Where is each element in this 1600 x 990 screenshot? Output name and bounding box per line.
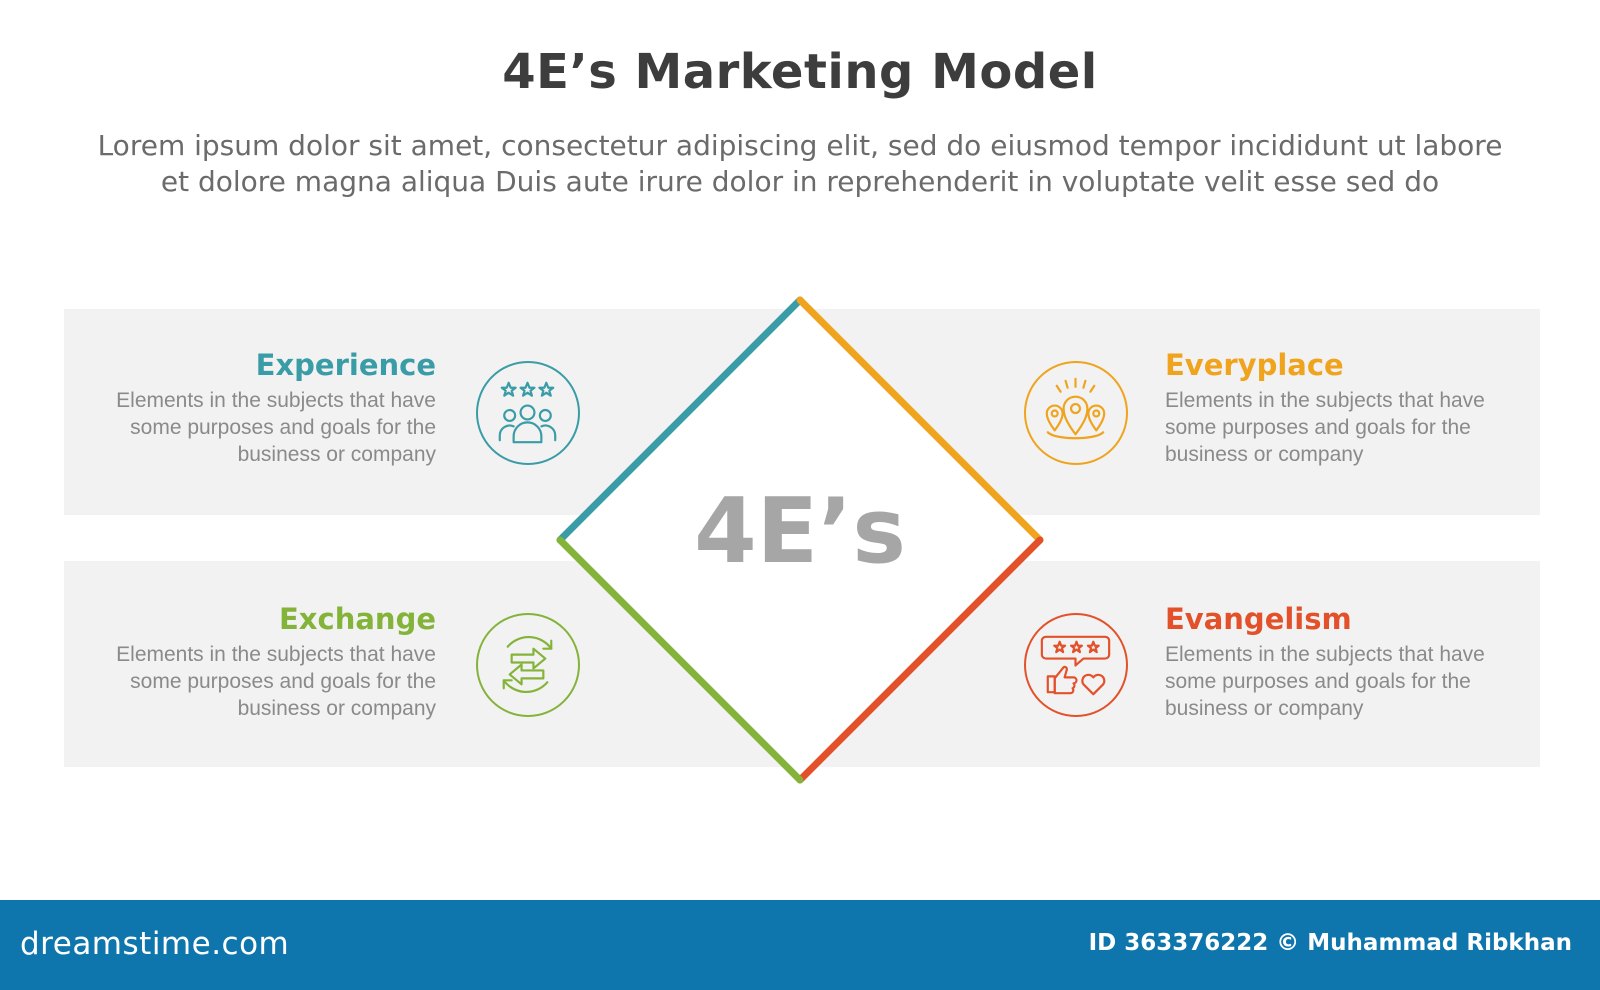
evangelism-label: Evangelism xyxy=(1165,602,1352,636)
diamond-edge-evangelism xyxy=(796,536,1044,784)
footer-bar: dreamstime.com ID 363376222 © Muhammad R… xyxy=(0,900,1600,990)
experience-description: Elements in the subjects that have some … xyxy=(56,387,436,468)
center-label: 4E’s xyxy=(694,479,906,584)
team-rating-icon xyxy=(476,361,580,465)
exchange-desc-line-1: Elements in the subjects that have xyxy=(116,643,436,666)
exchange-description: Elements in the subjects that have some … xyxy=(56,641,436,722)
center-diamond xyxy=(556,296,1044,784)
experience-label: Experience xyxy=(255,348,436,382)
exchange-desc-line-2: some purposes and goals for the xyxy=(130,670,436,693)
diamond-edge-exchange xyxy=(556,536,804,784)
evangelism-desc-line-3: business or company xyxy=(1165,697,1364,720)
exchange-arrows-icon xyxy=(476,613,580,717)
experience-item: Experience Elements in the subjects that… xyxy=(56,347,436,468)
footer-credit: ID 363376222 © Muhammad Ribkhan xyxy=(1088,930,1572,956)
evangelism-desc-line-1: Elements in the subjects that have xyxy=(1165,643,1485,666)
evangelism-description: Elements in the subjects that have some … xyxy=(1165,641,1545,722)
evangelism-desc-line-2: some purposes and goals for the xyxy=(1165,670,1471,693)
experience-desc-line-2: some purposes and goals for the xyxy=(130,416,436,439)
everyplace-item: Everyplace Elements in the subjects that… xyxy=(1165,347,1545,468)
page-title: 4E’s Marketing Model xyxy=(502,44,1098,100)
everyplace-desc-line-3: business or company xyxy=(1165,443,1364,466)
exchange-label: Exchange xyxy=(279,602,436,636)
evangelism-item: Evangelism Elements in the subjects that… xyxy=(1165,601,1545,722)
page-subtitle: Lorem ipsum dolor sit amet, consectetur … xyxy=(60,128,1540,200)
everyplace-desc-line-1: Elements in the subjects that have xyxy=(1165,389,1485,412)
exchange-item: Exchange Elements in the subjects that h… xyxy=(56,601,436,722)
subtitle-line-2: et dolore magna aliqua Duis aute irure d… xyxy=(160,165,1440,198)
everyplace-desc-line-2: some purposes and goals for the xyxy=(1165,416,1471,439)
experience-desc-line-3: business or company xyxy=(237,443,436,466)
everyplace-label: Everyplace xyxy=(1165,348,1344,382)
review-like-icon xyxy=(1024,613,1128,717)
diamond-edge-experience xyxy=(556,296,804,544)
diamond-edge-everyplace xyxy=(796,296,1044,544)
location-pins-icon xyxy=(1024,361,1128,465)
experience-desc-line-1: Elements in the subjects that have xyxy=(116,389,436,412)
footer-logo: dreamstime.com xyxy=(20,926,290,962)
exchange-desc-line-3: business or company xyxy=(237,697,436,720)
subtitle-line-1: Lorem ipsum dolor sit amet, consectetur … xyxy=(97,129,1503,162)
everyplace-description: Elements in the subjects that have some … xyxy=(1165,387,1545,468)
